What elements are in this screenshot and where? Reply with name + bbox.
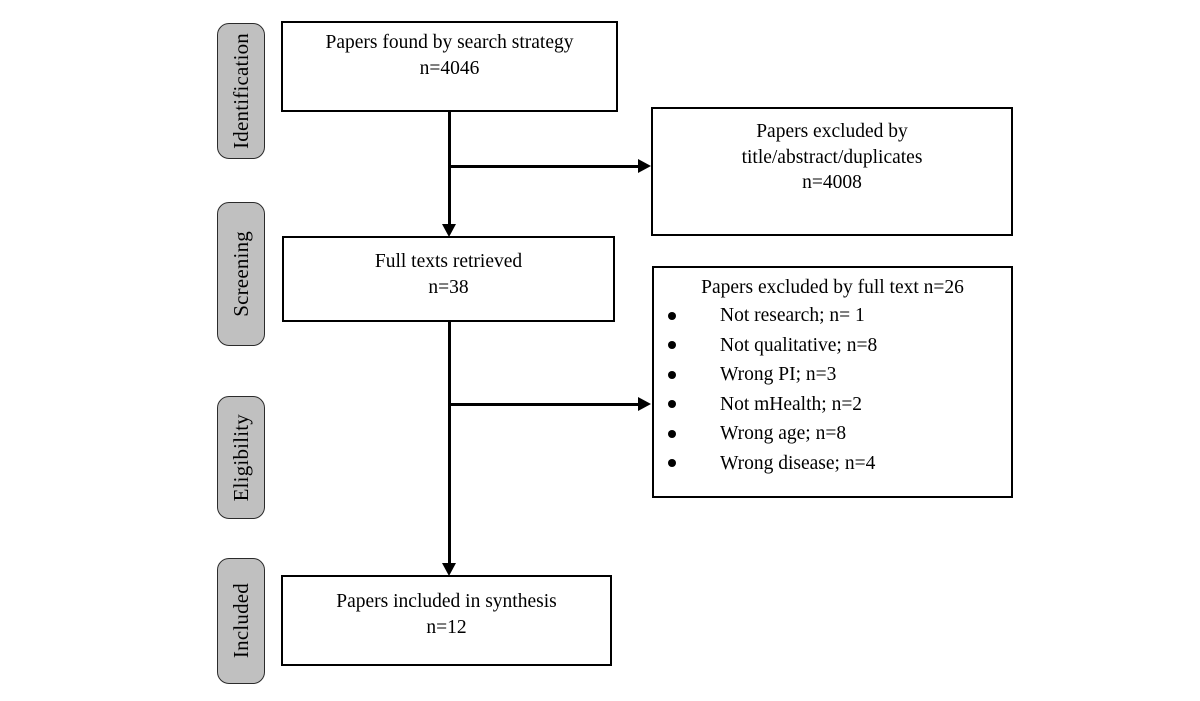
phase-tab-screening-label: Screening — [228, 231, 253, 317]
list-item-label: Not mHealth; n=2 — [720, 393, 863, 415]
phase-tab-identification: Identification — [217, 23, 265, 159]
bullet-icon — [668, 370, 676, 379]
list-item: Not research; n= 1 — [668, 301, 1011, 331]
box-records-excluded: Papers excluded by title/abstract/duplic… — [651, 107, 1013, 236]
phase-tab-eligibility: Eligibility — [217, 396, 265, 519]
connector-retrieved-to-fulltext-exclusions — [449, 403, 639, 406]
box-papers-included-line-1: Papers included in synthesis — [336, 591, 557, 612]
list-item-label: Wrong PI; n=3 — [720, 364, 837, 385]
bullet-icon — [668, 341, 676, 350]
list-item: Wrong PI; n=3 — [668, 360, 1011, 390]
bullet-icon — [668, 400, 676, 409]
box-full-texts-retrieved: Full texts retrieved n=38 — [282, 236, 615, 322]
list-item: Wrong age; n=8 — [668, 419, 1011, 449]
list-item: Not qualitative; n=8 — [668, 331, 1011, 361]
phase-tab-identification-label: Identification — [228, 33, 253, 149]
phase-tab-eligibility-label: Eligibility — [228, 413, 253, 502]
connector-retrieved-to-included — [448, 322, 451, 570]
box-records-excluded-line-1: Papers excluded by — [756, 121, 908, 142]
list-item-label: Wrong disease; n=4 — [720, 452, 876, 474]
list-item: Not mHealth; n=2 — [668, 390, 1011, 420]
box-full-texts-retrieved-line-2: n=38 — [428, 276, 469, 298]
list-item-label: Wrong age; n=8 — [720, 423, 847, 444]
box-records-found-line-1: Papers found by search strategy — [325, 32, 574, 53]
box-full-text-exclusions: Papers excluded by full text n=26 Not re… — [652, 266, 1013, 498]
connector-found-to-excluded — [449, 165, 639, 168]
box-records-found-line-2: n=4046 — [419, 57, 480, 79]
phase-tab-screening: Screening — [217, 202, 265, 346]
list-item-label: Not research; n= 1 — [720, 305, 865, 326]
bullet-icon — [668, 429, 676, 438]
arrowhead-right-to-excluded — [638, 159, 651, 173]
arrowhead-right-to-fulltext-exclusions — [638, 397, 651, 411]
box-full-texts-retrieved-line-1: Full texts retrieved — [374, 251, 523, 272]
bullet-icon — [668, 311, 676, 320]
list-item: Wrong disease; n=4 — [668, 449, 1011, 479]
full-text-exclusions-title: Papers excluded by full text n=26 — [701, 277, 964, 298]
box-papers-included-line-2: n=12 — [426, 616, 467, 638]
bullet-icon — [668, 459, 676, 468]
box-records-found: Papers found by search strategy n=4046 — [281, 21, 618, 112]
phase-tab-included-label: Included — [228, 583, 253, 659]
arrowhead-down-to-retrieved — [442, 224, 456, 237]
list-item-label: Not qualitative; n=8 — [720, 334, 878, 356]
arrowhead-down-to-included — [442, 563, 456, 576]
full-text-exclusions-list: Not research; n= 1 Not qualitative; n=8 … — [654, 301, 1011, 478]
phase-tab-included: Included — [217, 558, 265, 684]
box-records-excluded-line-3: n=4008 — [802, 172, 862, 194]
connector-found-to-retrieved — [448, 112, 451, 230]
box-records-excluded-line-2: title/abstract/duplicates — [741, 146, 923, 168]
box-papers-included: Papers included in synthesis n=12 — [281, 575, 612, 666]
